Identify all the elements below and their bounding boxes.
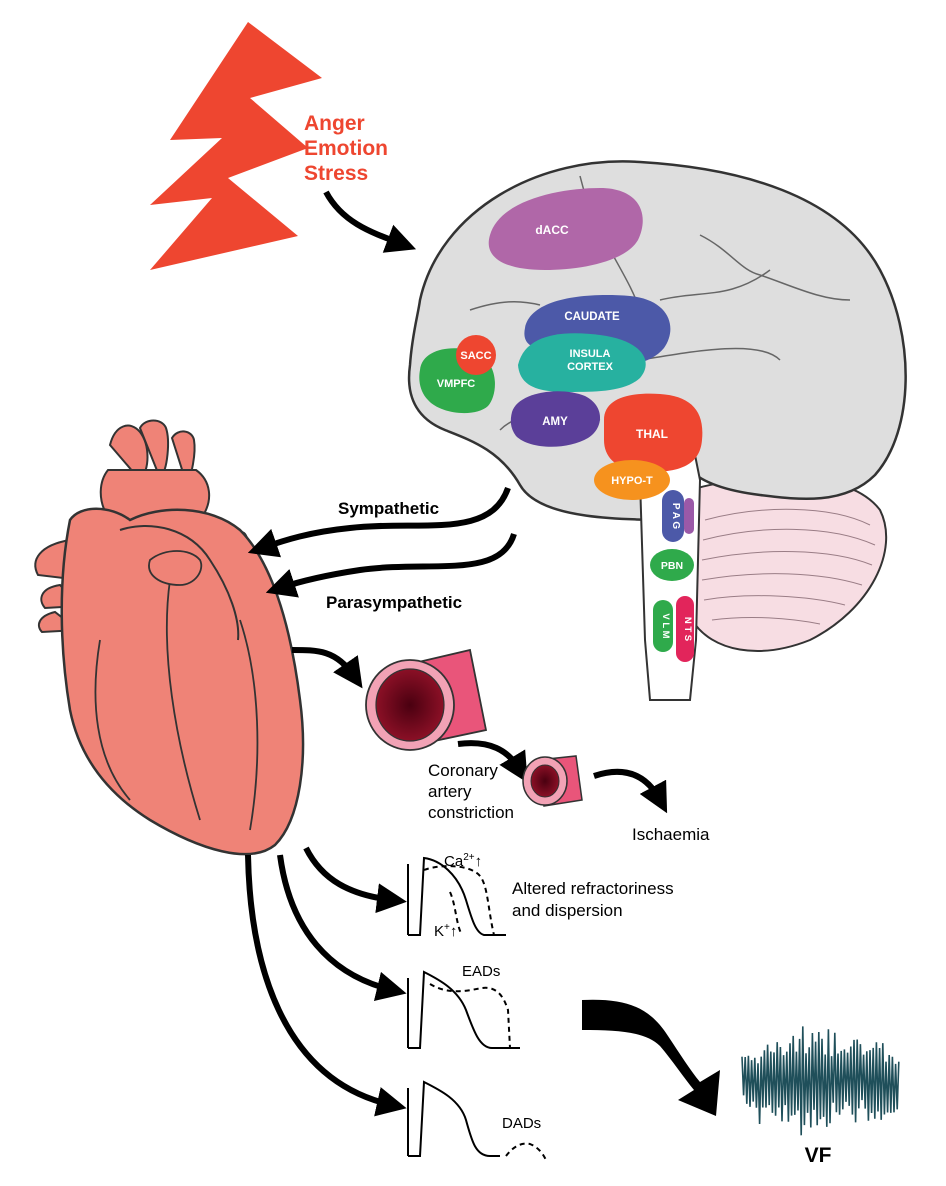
arrow-trigger-to-brain <box>323 190 417 253</box>
heart-illustration <box>34 419 305 856</box>
region-sacc <box>456 335 496 375</box>
label-nts: N T S <box>682 617 693 641</box>
action-potential-refractoriness <box>407 856 506 936</box>
label-pbn: PBN <box>661 560 683 572</box>
region-pag-accent <box>684 498 694 534</box>
arrow-parasympathetic <box>265 532 517 598</box>
coronary-line3: constriction <box>428 803 514 822</box>
lightning-bolt-icon <box>150 22 322 270</box>
label-refractoriness-line1: Altered refractoriness <box>512 879 674 898</box>
label-dads: DADs <box>502 1115 541 1132</box>
arrow-heart-to-ap3 <box>245 854 407 1117</box>
label-parasympathetic: Parasympathetic <box>326 593 462 612</box>
label-insula-line2: CORTEX <box>567 361 614 373</box>
region-pbn <box>650 549 694 581</box>
label-amy: AMY <box>542 416 568 428</box>
label-vlm: V L M <box>660 613 671 638</box>
arrow-to-vf <box>582 999 720 1116</box>
artery-small-icon <box>522 755 583 807</box>
brain-sulci <box>469 175 851 431</box>
region-pag <box>662 490 684 542</box>
region-vlm <box>653 600 673 652</box>
label-eads: EADs <box>462 963 500 980</box>
region-hypo-t <box>594 460 670 500</box>
label-vmpfc: VMPFC <box>437 378 476 390</box>
label-thal: THAL <box>636 427 668 441</box>
cerebellum <box>688 475 888 652</box>
action-potential-dads <box>407 1080 547 1161</box>
trigger-line-anger: Anger <box>304 112 365 135</box>
region-amy <box>510 391 601 447</box>
trigger-line-emotion: Emotion <box>304 137 388 160</box>
label-refractoriness-line2: and dispersion <box>512 901 623 920</box>
region-nts <box>676 596 694 662</box>
label-pag: P A G <box>670 503 681 530</box>
coronary-line1: Coronary <box>428 761 498 780</box>
region-insula <box>518 333 646 392</box>
coronary-line2: artery <box>428 782 472 801</box>
arrow-to-ischaemia <box>593 768 668 814</box>
label-ischaemia: Ischaemia <box>632 825 710 844</box>
arrow-heart-to-ap1 <box>303 846 407 914</box>
arrow-heart-to-ap2 <box>277 854 407 1002</box>
label-sympathetic: Sympathetic <box>338 499 439 518</box>
trigger-line-stress: Stress <box>304 162 368 185</box>
label-caudate: CAUDATE <box>564 311 620 323</box>
arrow-sympathetic <box>247 486 511 558</box>
arrow-heart-to-artery <box>291 647 363 689</box>
label-hypo-t: HYPO-T <box>611 475 653 487</box>
artery-large-icon <box>365 648 488 751</box>
vf-trace <box>741 1026 900 1136</box>
region-dacc <box>488 188 643 270</box>
label-ca: Ca2+↑ <box>444 852 482 870</box>
label-k: K+↑ <box>434 922 457 940</box>
label-insula-line1: INSULA <box>570 348 611 360</box>
label-sacc: SACC <box>460 350 491 362</box>
label-dacc: dACC <box>535 223 569 237</box>
action-potential-eads <box>407 970 520 1049</box>
arrow-artery-to-small-artery <box>457 740 528 783</box>
label-vf: VF <box>805 1144 832 1167</box>
region-thal <box>604 393 703 472</box>
